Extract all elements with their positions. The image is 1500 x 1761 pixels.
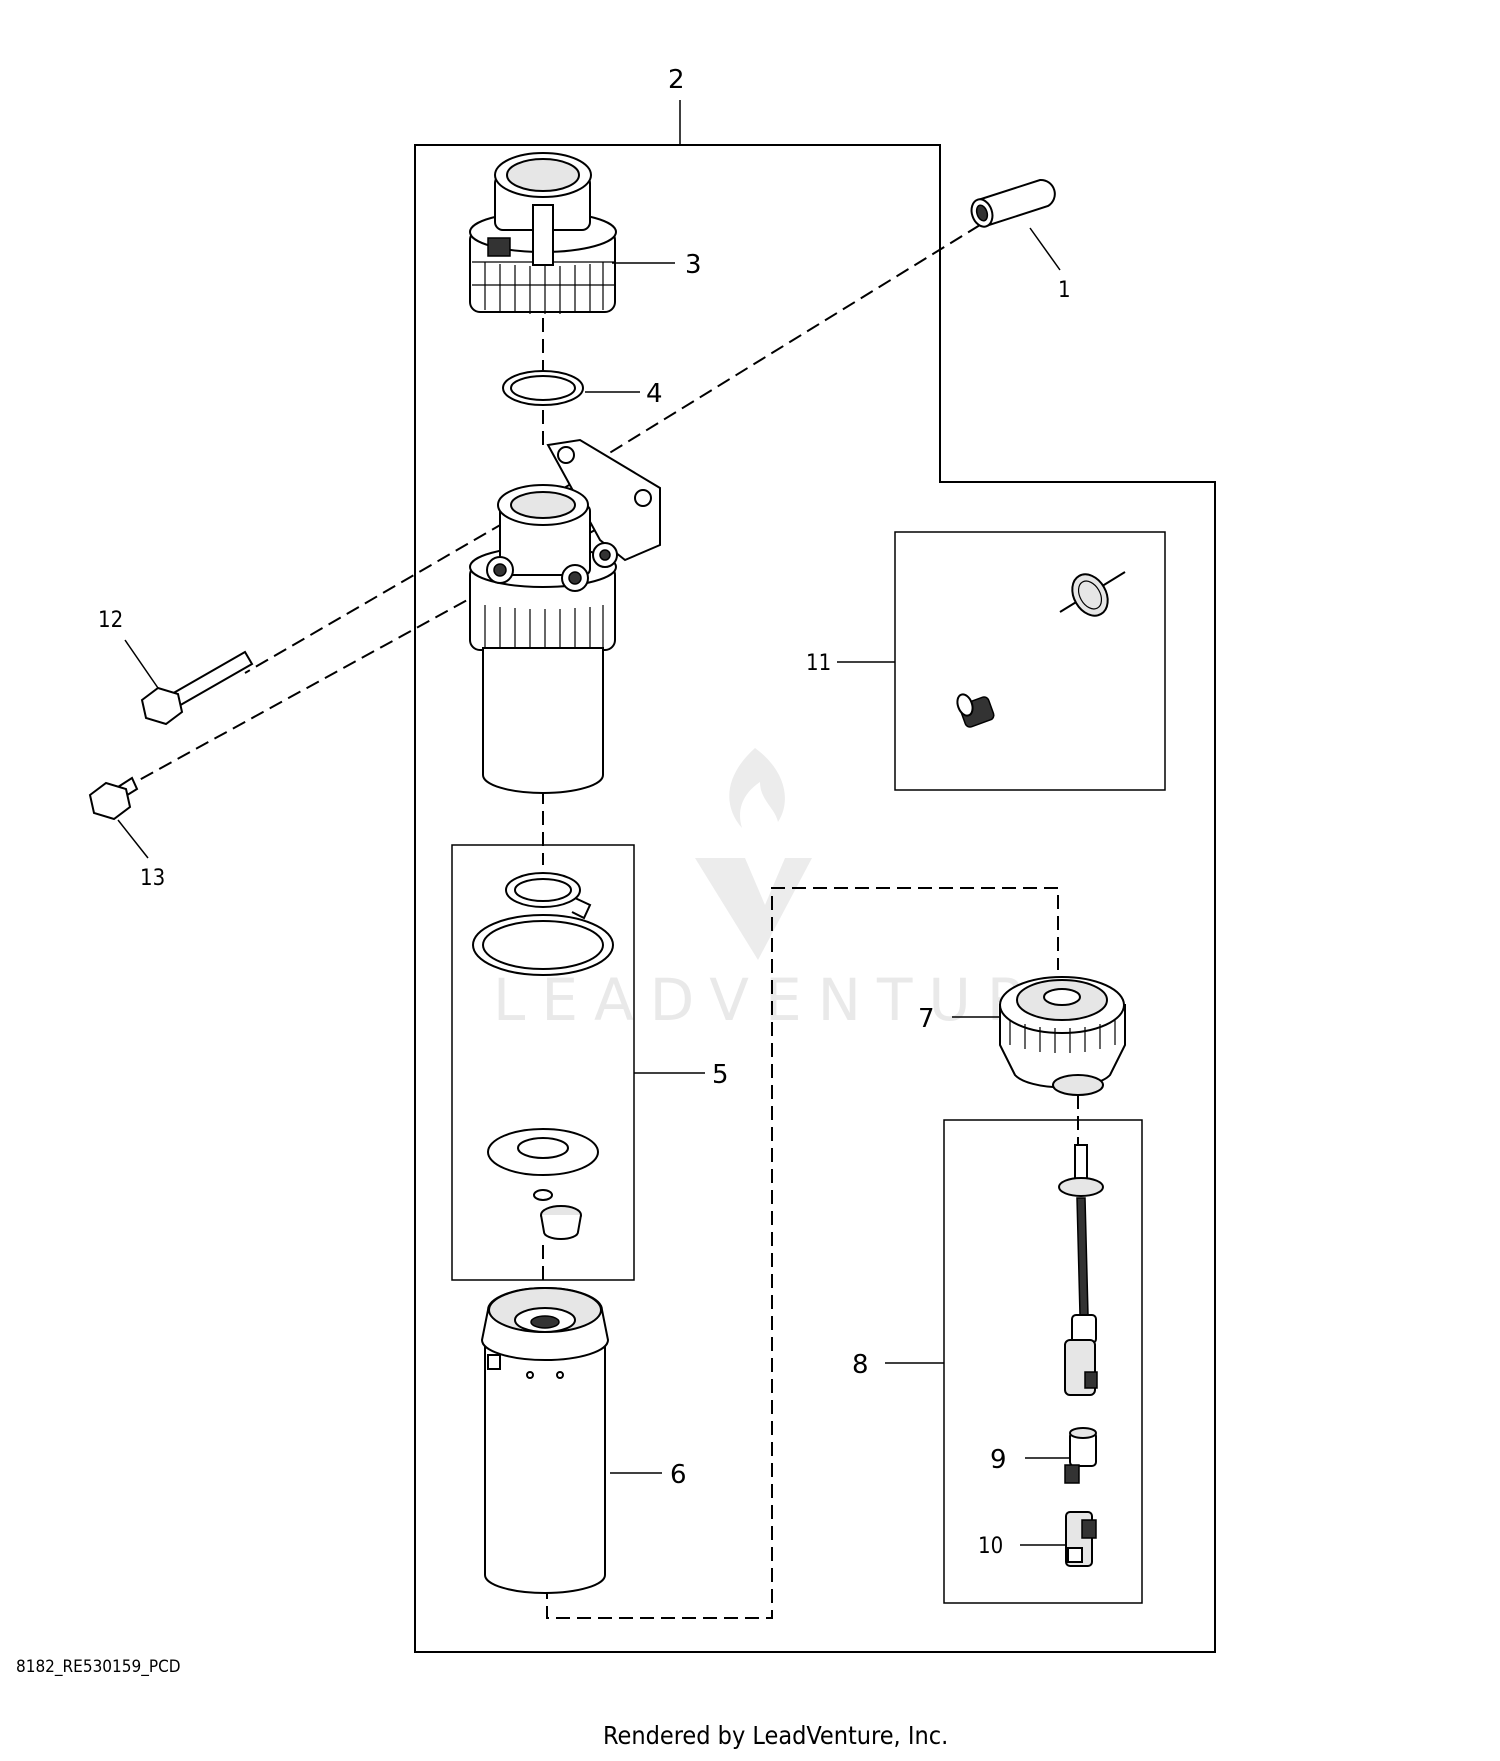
v-logo-icon: [695, 858, 812, 960]
part-1-sleeve: [970, 178, 1056, 228]
part-10-connector: [1065, 1511, 1097, 1567]
watermark-text: LEADVENTURE: [493, 966, 1096, 1034]
part-6-filter-element: [480, 1287, 610, 1594]
assembly-outline: [414, 144, 1216, 1653]
callout-5: 5: [712, 1060, 729, 1090]
callout-11: 11: [806, 651, 831, 676]
callout-2: 2: [668, 65, 685, 95]
part-8-sensor-assembly: [1058, 1144, 1104, 1396]
leader-lines: [117, 100, 1070, 1546]
callout-13: 13: [140, 866, 165, 891]
part-12-bolt: [140, 650, 254, 726]
callout-3: 3: [685, 250, 702, 280]
kit-box-8: [943, 1119, 1143, 1604]
callout-1: 1: [1058, 278, 1071, 303]
part-7-water-bowl: [999, 976, 1126, 1096]
document-id: 8182_RE530159_PCD: [16, 1657, 181, 1677]
leadventure-watermark: LEADVENTURE: [493, 748, 1096, 1034]
callout-4: 4: [646, 379, 663, 409]
part-9-connector: [1064, 1427, 1097, 1484]
part-11-kit: [956, 571, 1126, 728]
part-3-cap-ring: [469, 152, 617, 314]
callout-7: 7: [918, 1004, 935, 1034]
callout-12: 12: [98, 608, 123, 633]
footer-credit: Rendered by LeadVenture, Inc.: [603, 1721, 948, 1750]
part-4-o-ring: [502, 370, 584, 406]
kit-box-11: [894, 531, 1166, 791]
callout-6: 6: [670, 1460, 687, 1490]
callout-8: 8: [852, 1350, 869, 1380]
callout-10: 10: [978, 1534, 1003, 1559]
filter-base-housing: [469, 438, 661, 794]
flame-icon: [729, 748, 785, 828]
part-5-seal-kit: [472, 872, 614, 1240]
part-13-bolt: [88, 776, 139, 821]
callout-9: 9: [990, 1445, 1007, 1475]
